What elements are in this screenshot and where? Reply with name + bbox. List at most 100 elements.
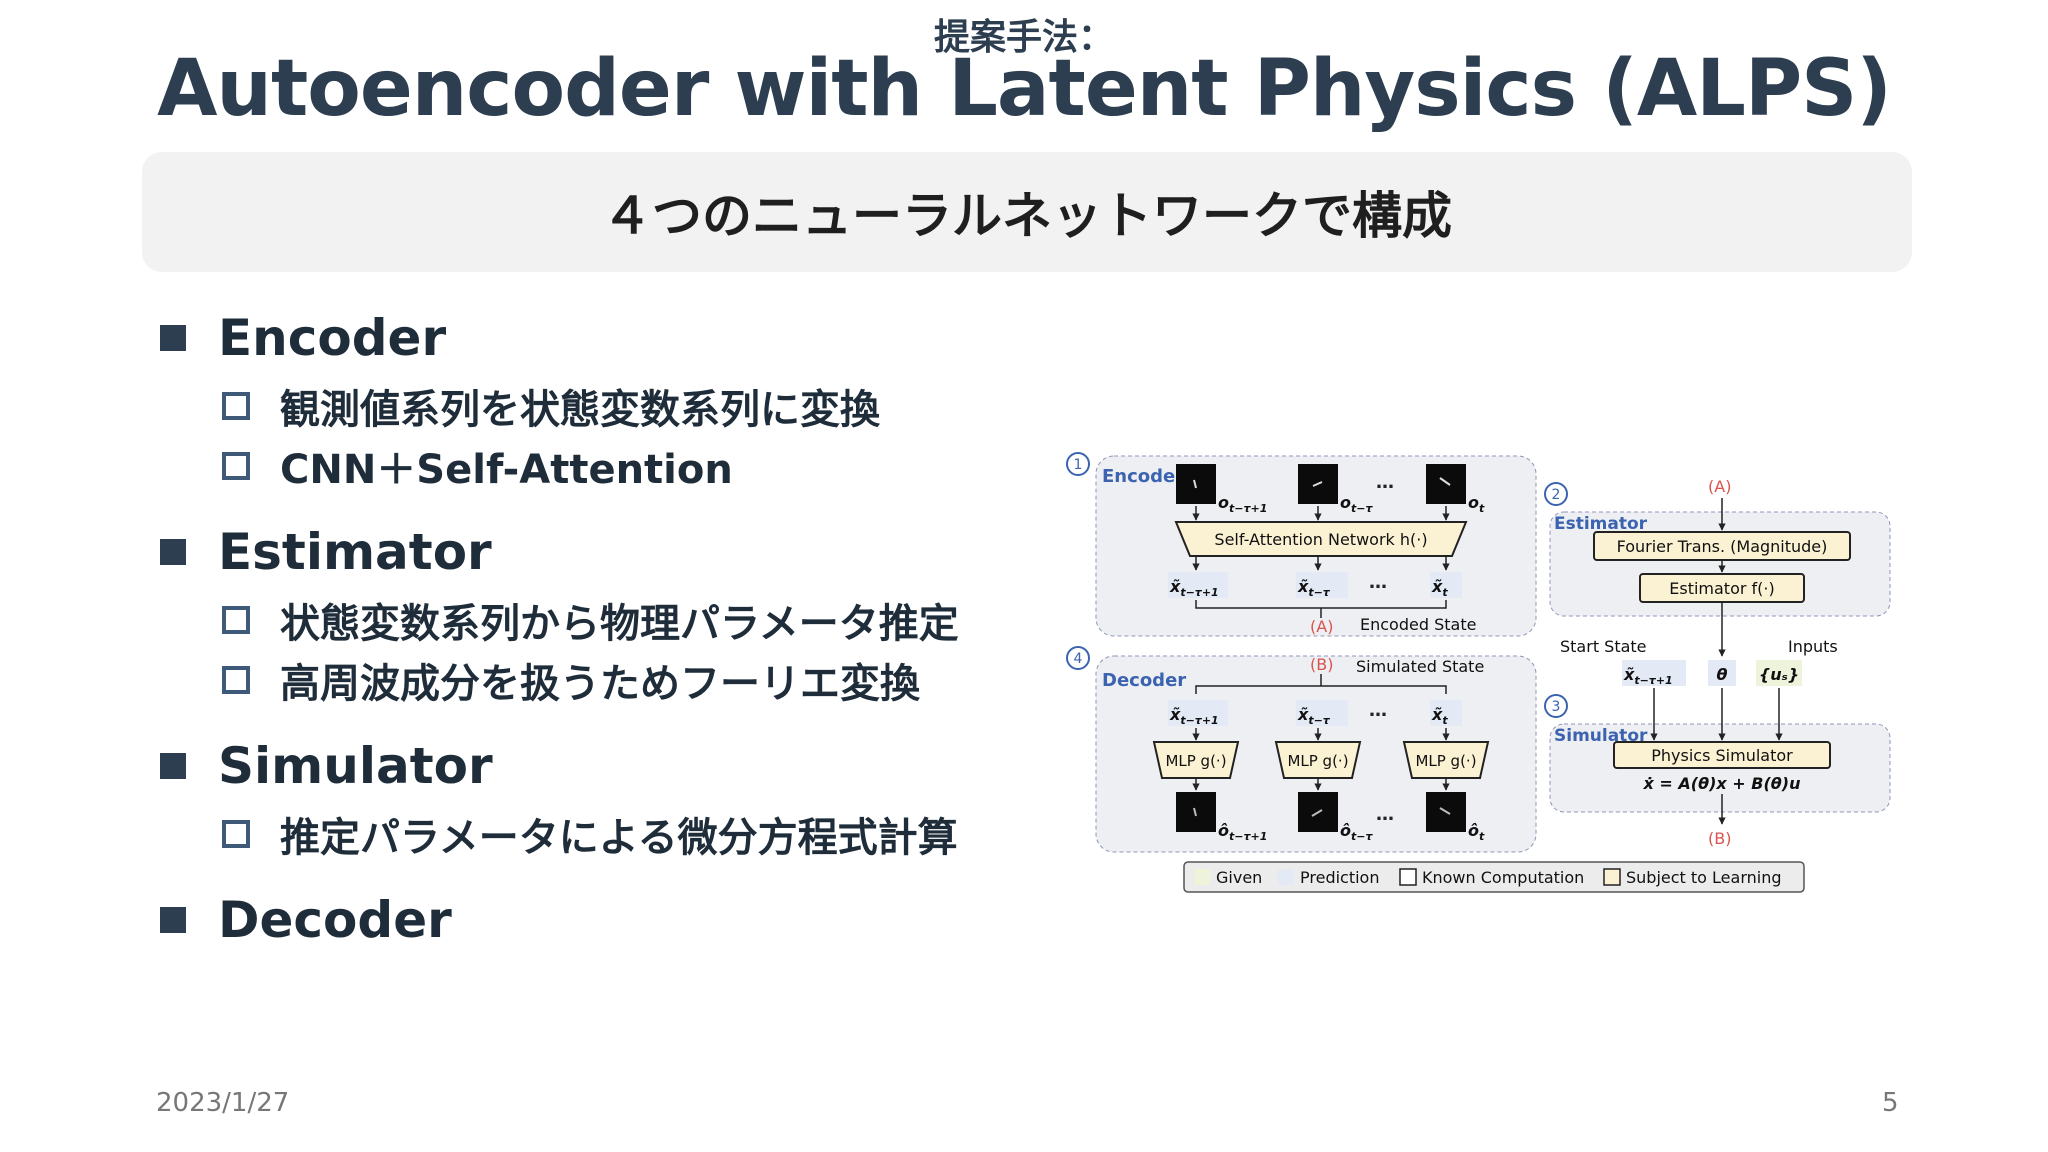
number-badge-1 (1066, 452, 1090, 476)
ellipsis: … (1376, 804, 1394, 825)
filled-square-bullet-icon (160, 539, 186, 565)
alps-architecture-diagram: 1 Encoder … ot−τ+1 ot−τ ot Self-Attentio… (1060, 448, 1900, 900)
sub-bullet-encoder-2: CNN＋Self-Attention (222, 440, 733, 493)
legend-swatch-prediction (1278, 869, 1294, 885)
ellipsis: … (1369, 700, 1387, 721)
inputs-value: {uₛ} (1759, 665, 1799, 684)
hollow-square-bullet-icon (222, 452, 250, 480)
number-3: 3 (1552, 699, 1561, 715)
marker-b-simulator: (B) (1708, 829, 1731, 848)
recon-label-2: ôt−τ (1340, 821, 1373, 843)
number-1: 1 (1074, 457, 1083, 473)
bullet-label: Encoder (218, 309, 447, 367)
hollow-square-bullet-icon (222, 392, 250, 420)
estimator-label: Estimator f(·) (1669, 579, 1774, 598)
number-badge-2 (1544, 482, 1568, 506)
mlp-decoder-box-1 (1152, 741, 1240, 779)
legend-prediction: Prediction (1300, 868, 1379, 887)
pendulum-mark (1193, 479, 1197, 489)
self-attention-network-label: Self-Attention Network h(·) (1214, 530, 1427, 549)
encoded-state-caption: Encoded State (1360, 615, 1476, 634)
mlp-decoder-box-2 (1274, 741, 1362, 779)
encoder-title: Encoder (1102, 466, 1184, 487)
sub-bullet-estimator-1: 状態変数系列から物理パラメータ推定 (222, 594, 959, 647)
physics-simulator-box (1613, 741, 1831, 769)
observation-frame-3 (1426, 464, 1466, 504)
legend-swatch-learning (1603, 868, 1621, 886)
simulated-state-caption: Simulated State (1356, 657, 1484, 676)
sub-bullet-text: 観測値系列を状態変数系列に変換 (280, 387, 880, 433)
marker-b-decoder: (B) (1310, 655, 1333, 674)
sub-bullet-simulator-1: 推定パラメータによる微分方程式計算 (222, 808, 958, 861)
footer-date: 2023/1/27 (156, 1088, 290, 1118)
obs-label-3: ot (1468, 493, 1485, 515)
bullet-label: Estimator (218, 523, 492, 581)
number-badge-3 (1544, 694, 1568, 718)
encoded-state-3: x̃t (1431, 577, 1448, 599)
filled-square-bullet-icon (160, 325, 186, 351)
legend-learning: Subject to Learning (1626, 868, 1782, 887)
summary-banner: ４つのニューラルネットワークで構成 (142, 152, 1912, 272)
ellipsis: … (1376, 472, 1394, 493)
simulator-equation: ẋ = A(θ)x + B(θ)u (1643, 774, 1801, 793)
pendulum-mark (1439, 807, 1451, 815)
pendulum-mark (1312, 481, 1323, 487)
pendulum-mark (1193, 807, 1197, 817)
simulated-state-3: x̃t (1431, 705, 1448, 727)
pendulum-mark (1311, 809, 1323, 817)
bullet-label: Decoder (218, 891, 452, 949)
mlp-label-1: MLP g(·) (1165, 752, 1226, 770)
legend-swatch-known (1399, 868, 1417, 886)
obs-label-2: ot−τ (1340, 493, 1373, 515)
decoder-title: Decoder (1102, 670, 1186, 691)
number-2: 2 (1552, 487, 1561, 503)
obs-label-1: ot−τ+1 (1218, 493, 1267, 515)
recon-label-1: ôt−τ+1 (1218, 821, 1267, 843)
start-state-value: x̃t−τ+1 (1623, 665, 1673, 687)
marker-a-estimator: (A) (1708, 477, 1731, 496)
hollow-square-bullet-icon (222, 820, 250, 848)
recon-label-3: ôt (1468, 821, 1485, 843)
simulated-state-2: x̃t−τ (1297, 705, 1331, 727)
sub-bullet-encoder-1: 観測値系列を状態変数系列に変換 (222, 380, 880, 433)
sub-bullet-text: 高周波成分を扱うためフーリエ変換 (280, 661, 920, 707)
filled-square-bullet-icon (160, 753, 186, 779)
bullet-decoder: Decoder (160, 890, 452, 950)
fourier-transform-label: Fourier Trans. (Magnitude) (1617, 537, 1828, 556)
hollow-square-bullet-icon (222, 606, 250, 634)
bullet-estimator: Estimator (160, 522, 492, 582)
banner-text: ４つのニューラルネットワークで構成 (602, 187, 1452, 245)
sub-bullet-estimator-2: 高周波成分を扱うためフーリエ変換 (222, 654, 920, 707)
simulated-state-1: x̃t−τ+1 (1169, 705, 1219, 727)
mlp-decoder-box-3 (1402, 741, 1490, 779)
encoded-state-2: x̃t−τ (1297, 577, 1331, 599)
mlp-label-2: MLP g(·) (1287, 752, 1348, 770)
encoded-state-1: x̃t−τ+1 (1169, 577, 1219, 599)
theta-value: θ (1717, 665, 1728, 684)
page-number: 5 (1882, 1088, 1899, 1118)
pendulum-mark (1439, 477, 1451, 486)
self-attention-network-box (1174, 521, 1468, 557)
legend-swatch-given (1194, 869, 1210, 885)
bullet-encoder: Encoder (160, 308, 446, 368)
bullet-label: Simulator (218, 737, 493, 795)
legend-given: Given (1216, 868, 1262, 887)
sub-bullet-text: CNN＋Self-Attention (280, 447, 733, 493)
physics-simulator-label: Physics Simulator (1651, 746, 1793, 765)
sub-bullet-text: 状態変数系列から物理パラメータ推定 (280, 601, 959, 647)
page-title: Autoencoder with Latent Physics (ALPS) (157, 44, 1892, 134)
number-4: 4 (1074, 651, 1083, 667)
ellipsis: … (1369, 572, 1387, 593)
number-badge-4 (1066, 646, 1090, 670)
sub-bullet-text: 推定パラメータによる微分方程式計算 (280, 815, 958, 861)
mlp-label-3: MLP g(·) (1415, 752, 1476, 770)
inputs-label: Inputs (1788, 637, 1838, 656)
bullet-simulator: Simulator (160, 736, 493, 796)
estimator-title: Estimator (1554, 514, 1648, 534)
legend-box (1183, 861, 1805, 893)
start-state-label: Start State (1560, 637, 1647, 656)
pre-title: 提案手法： (933, 17, 1114, 58)
legend-known: Known Computation (1422, 868, 1584, 887)
marker-a-encoder: (A) (1310, 617, 1333, 636)
